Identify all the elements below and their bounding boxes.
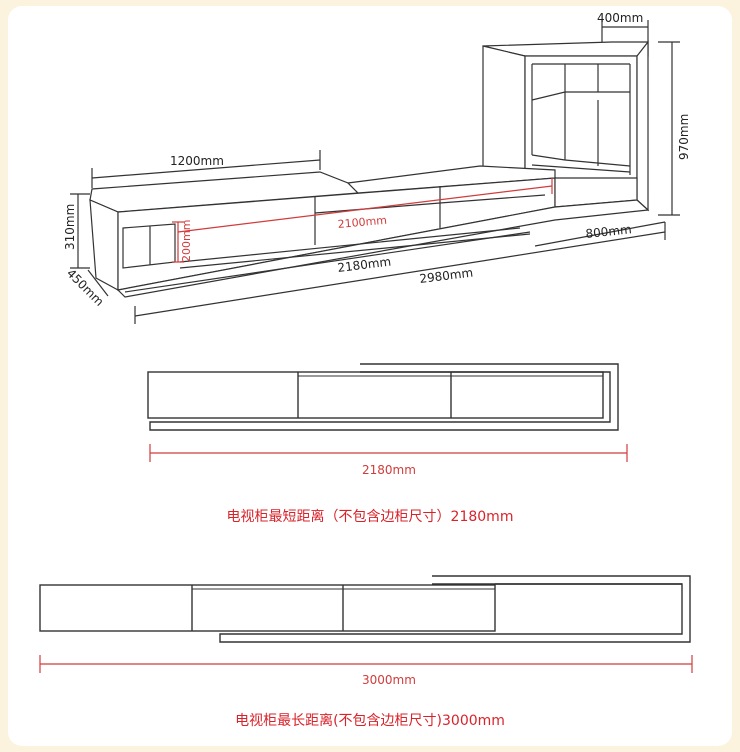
dimension-lines [70,20,680,324]
perspective-drawing [70,20,680,324]
label-shelf-length: 800mm [585,222,633,241]
short-dimension [149,444,628,462]
red-dimensions [172,178,553,263]
base-cabinet [89,165,650,298]
label-long-length: 3000mm [362,673,416,687]
label-inner-length: 2100mm [337,214,387,231]
long-dimension [39,655,693,673]
short-front-view [147,363,619,431]
label-total-length: 2980mm [419,266,474,286]
long-front-view [39,575,691,643]
label-collapsed-length: 2180mm [337,255,392,275]
label-short-length: 2180mm [362,463,416,477]
label-drawer-height: 200mm [180,220,193,262]
short-caption: 电视柜最短距离（不包含边柜尺寸）2180mm [226,509,514,525]
label-left-length: 1200mm [170,154,224,168]
long-caption: 电视柜最长距离(不包含边柜尺寸)3000mm [235,713,505,729]
label-shelf-height: 970mm [677,114,691,160]
label-cabinet-height: 310mm [63,204,77,250]
label-shelf-depth: 400mm [597,11,643,25]
